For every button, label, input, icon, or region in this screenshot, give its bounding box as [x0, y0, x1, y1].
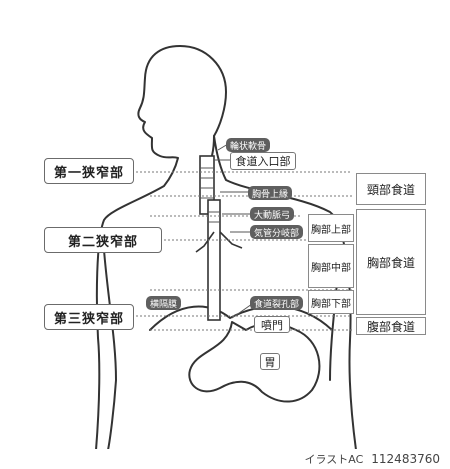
thoracic-esophagus-box: 胸部食道 [356, 209, 426, 315]
stomach-label: 胃 [260, 353, 280, 370]
diaphragm-label: 横隔膜 [146, 296, 182, 310]
tracheal-bifurcation-label: 気管分岐部 [250, 225, 304, 239]
abdominal-esophagus-box: 腹部食道 [356, 317, 426, 335]
sternum-top-label: 胸骨上縁 [248, 186, 293, 200]
upper-thoracic-box: 胸部上部 [308, 214, 354, 242]
third-constriction-label: 第三狭窄部 [44, 304, 134, 330]
diaphragm-line [149, 305, 333, 331]
first-constriction-label: 第一狭窄部 [44, 158, 134, 184]
watermark-id: 112483760 [371, 452, 440, 466]
cardia-label: 噴門 [254, 316, 290, 333]
aortic-arch-label: 大動脈弓 [250, 207, 295, 221]
cervical-esophagus-box: 頸部食道 [356, 173, 426, 205]
trachea-bifurcation [195, 231, 243, 253]
left-arm [103, 249, 117, 451]
watermark-brand: イラストAC [304, 453, 364, 466]
hiatus-label: 食道裂孔部 [250, 296, 304, 310]
esophagus-mid [207, 199, 221, 321]
watermark-bar: イラストAC 112483760 [0, 449, 450, 469]
lower-thoracic-box: 胸部下部 [308, 290, 354, 314]
cricoid-cartilage-label: 輪状軟骨 [226, 138, 271, 152]
second-constriction-label: 第二狭窄部 [44, 227, 162, 253]
middle-thoracic-box: 胸部中部 [308, 244, 354, 288]
esophageal-entrance-label: 食道入口部 [230, 152, 296, 170]
stomach-outline [188, 321, 321, 403]
